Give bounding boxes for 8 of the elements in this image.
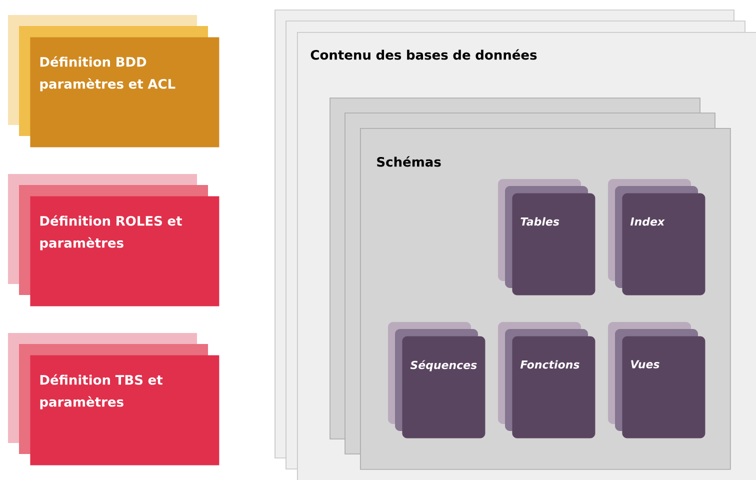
card-stack: Tables: [498, 179, 596, 296]
card-stack: Index: [608, 179, 706, 296]
card-stack: Séquences: [388, 322, 486, 438]
card-stack: Fonctions: [498, 322, 596, 438]
card-stack: Vues: [608, 322, 706, 438]
card-stack: Définition TBS et paramètres: [8, 333, 220, 466]
card-stack: Définition ROLES et paramètres: [8, 174, 220, 306]
card-stack: Définition BDD paramètres et ACL: [8, 15, 220, 148]
